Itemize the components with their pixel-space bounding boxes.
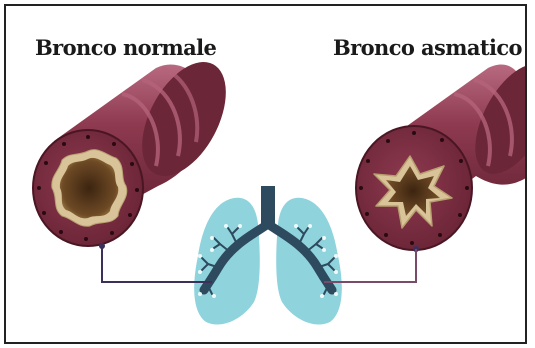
illustration [6,6,527,344]
lungs-icon [194,186,342,325]
bronchus-asthmatic-icon [356,52,527,250]
diagram-frame: Bronco normale Bronco asmatico [4,4,527,344]
